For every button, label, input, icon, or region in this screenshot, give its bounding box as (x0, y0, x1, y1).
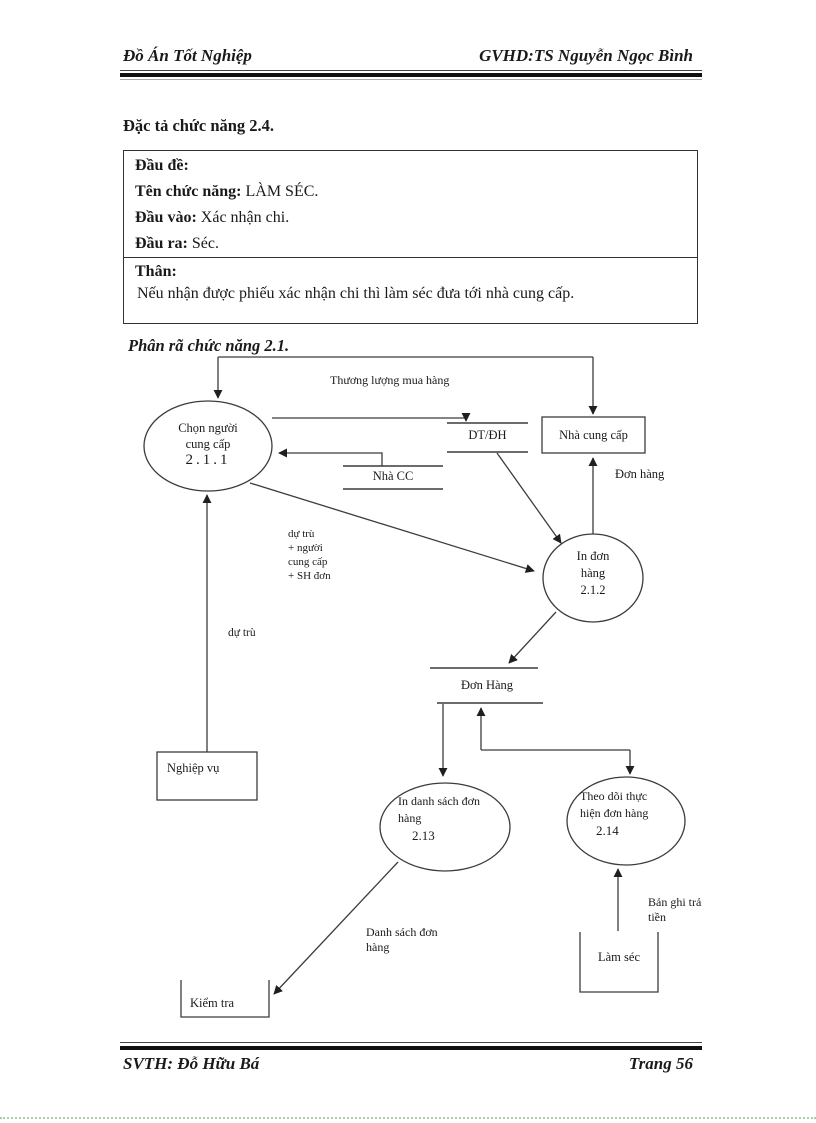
header-supervisor: GVHD:TS Nguyễn Ngọc Bình (479, 46, 693, 65)
field-label: Đầu vào: (135, 209, 197, 226)
spec-head-label-text: Đầu đề: (135, 157, 189, 174)
section-heading: Đặc tả chức năng 2.4. (123, 116, 275, 135)
process-2-1-3-label: In danh sách đơn hàng 2.13 (398, 793, 480, 844)
store-nhacc-shape (343, 465, 443, 490)
dfd-diagram-canvas (143, 356, 686, 1018)
store-donhang-label: Đơn Hàng (460, 678, 514, 692)
flow-212-to-donhang-store (508, 611, 557, 664)
process-2-1-1-line2: cung cấp (185, 437, 231, 451)
field-label: Tên chức năng: (135, 183, 242, 200)
spec-body-text: Nếu nhận được phiếu xác nhận chi thì làm… (137, 285, 575, 302)
flow-label-dutru-multi-line2: + người (288, 542, 323, 554)
sink-lamsec-shape (579, 932, 659, 993)
flow-label-danhsach-line1: Danh sách đơn (366, 925, 438, 939)
spec-divider (124, 257, 697, 258)
diagram-heading: Phân rã chức năng 2.1. (128, 336, 290, 355)
process-2-1-1-label: Chọn người cung cấp 2.1.1 (146, 420, 270, 468)
spec-body-label: Thân: (135, 263, 177, 281)
process-2-1-4-number: 2.14 (596, 823, 619, 838)
process-2-1-4-line1: Theo dõi thực (580, 789, 648, 803)
flow-label-dutru: dự trù (228, 627, 256, 639)
entity-nghiepvu-shape (156, 751, 258, 801)
process-2-1-2-label: In đơn hàng 2.1.2 (543, 548, 643, 599)
dfd-diagram: Thương lượng mua hàng Chọn người cung cấ… (0, 350, 816, 1040)
footer-author: SVTH: Đỗ Hữu Bá (123, 1054, 260, 1073)
sink-kiemtra-label: Kiểm tra (190, 996, 235, 1010)
spec-body-label-text: Thân: (135, 263, 177, 280)
flow-dtdh-to-212 (496, 452, 562, 544)
process-2-1-1-shape (143, 400, 273, 492)
flow-label-banghi-line1: Bản ghi trả (648, 895, 702, 909)
footer-rule-thick (120, 1046, 702, 1050)
footer-rule-thin (120, 1042, 702, 1043)
process-2-1-2-line1: In đơn (576, 549, 610, 563)
header-rule-thin (120, 70, 702, 71)
spec-field-input: Đầu vào: Xác nhận chi. (135, 209, 289, 227)
process-2-1-3-number: 2.13 (412, 828, 435, 843)
flow-label-donhang: Đơn hàng (615, 467, 665, 481)
process-2-1-3-line1: In danh sách đơn (398, 794, 480, 808)
process-2-1-4-shape (566, 776, 686, 866)
flow-label-dutru-multi-line1: dự trù (288, 528, 315, 540)
entity-nhacungcap-shape (541, 416, 646, 454)
flow-211-to-212 (249, 482, 535, 573)
field-value: Séc. (187, 235, 219, 252)
flow-213-to-kiemtra (273, 861, 399, 995)
process-2-1-2-number: 2.1.2 (580, 583, 606, 597)
flow-label-banghi-line2: tiền (648, 910, 666, 924)
footer-page-number: Trang 56 (628, 1054, 693, 1073)
process-2-1-1-line1: Chọn người (178, 421, 238, 435)
entity-nhacungcap-label: Nhà cung cấp (559, 427, 628, 442)
spec-field-output: Đầu ra: Séc. (135, 235, 219, 253)
page-footer: SVTH: Đỗ Hữu Bá Trang 56 (123, 1054, 693, 1074)
store-nhacc-label: Nhà CC (372, 469, 414, 483)
page-header: Đồ Án Tốt Nghiệp GVHD:TS Nguyễn Ngọc Bìn… (123, 46, 693, 66)
flow-label-dutru-multi-line3: cung cấp (288, 556, 328, 568)
process-2-1-3-line2: hàng (398, 811, 422, 825)
field-label: Đầu ra: (135, 235, 188, 252)
spec-head-label: Đầu đề: (135, 157, 189, 175)
spec-box: Đầu đề: Tên chức năng: LÀM SÉC. Đầu vào:… (123, 150, 698, 324)
field-value: Xác nhận chi. (196, 209, 290, 226)
field-value: LÀM SÉC. (241, 183, 319, 200)
process-2-1-2-line2: hàng (580, 566, 606, 580)
flow-label-danhsach: Danh sách đơn hàng (366, 925, 438, 955)
header-rule-gray (120, 79, 702, 80)
page-bottom-dotted-rule (0, 1117, 816, 1119)
flow-label-dutru-multi-line4: + SH đơn (288, 570, 331, 582)
sink-kiemtra-shape (180, 980, 270, 1018)
header-title: Đồ Án Tốt Nghiệp (123, 46, 252, 65)
entity-nghiepvu-label: Nghiệp vụ (167, 761, 220, 775)
sink-lamsec-label: Làm séc (598, 950, 640, 964)
process-2-1-1-number: 2.1.1 (185, 452, 231, 468)
process-2-1-4-label: Theo dõi thực hiện đơn hàng 2.14 (580, 788, 648, 839)
flow-label-danhsach-line2: hàng (366, 940, 390, 954)
flow-label-dutru-multi: dự trù + người cung cấp + SH đơn (288, 527, 331, 583)
flow-label-banghi: Bản ghi trả tiền (648, 895, 701, 925)
store-dtdh-label: DT/ĐH (468, 428, 507, 442)
process-2-1-4-line2: hiện đơn hàng (580, 806, 649, 820)
store-donhang-shape (430, 667, 543, 704)
header-rule-thick (120, 73, 702, 77)
flow-211-to-dtdh (272, 412, 471, 422)
store-dtdh-shape (447, 422, 528, 453)
process-2-1-3-shape (379, 782, 511, 872)
flow-nhacc-to-211 (278, 448, 383, 466)
spec-field-name: Tên chức năng: LÀM SÉC. (135, 183, 318, 201)
flow-label-thuongluong: Thương lượng mua hàng (330, 373, 450, 387)
